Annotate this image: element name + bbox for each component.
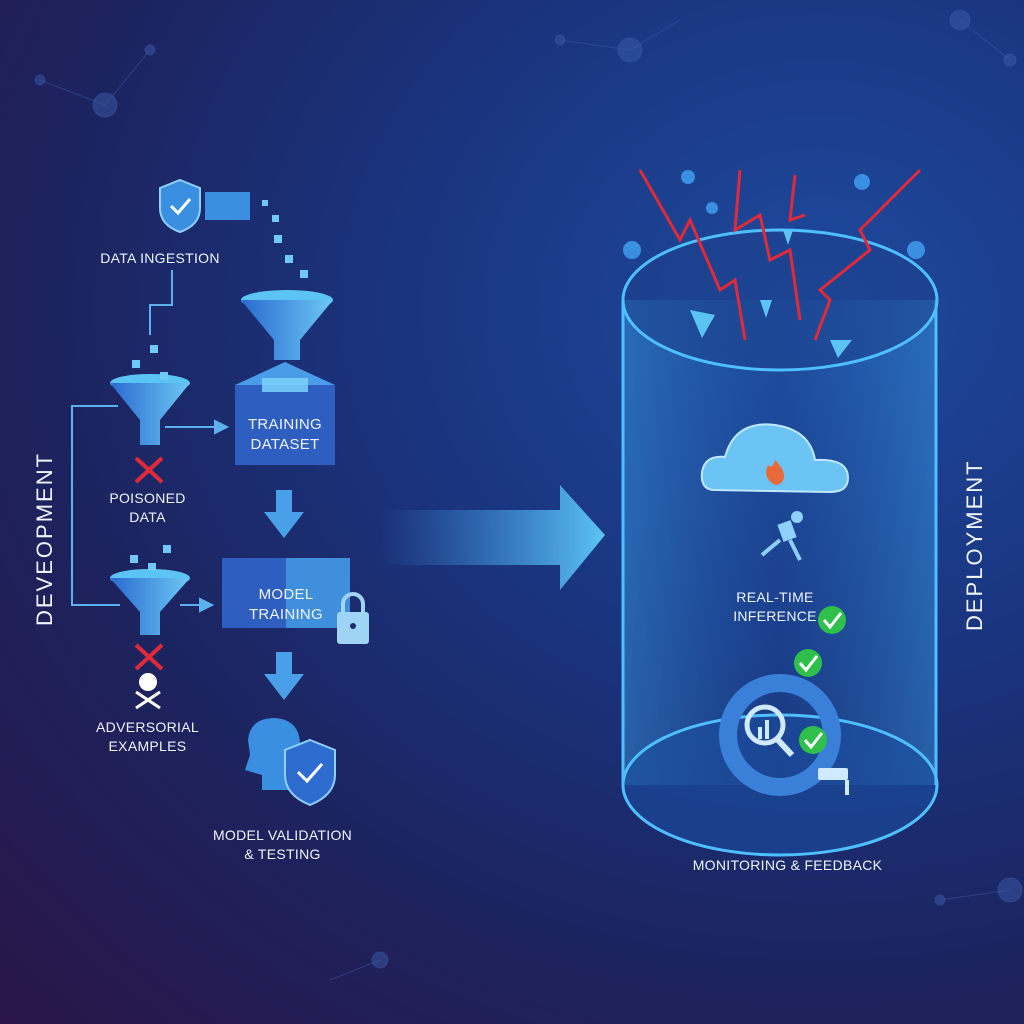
red-x-icon [134,456,164,484]
real-time-inference-label: REAL-TIME INFERENCE [720,588,830,626]
monitoring-feedback-label: MONITORING & FEEDBACK [692,857,883,873]
model-training-label: MODEL TRAINING [248,586,324,624]
virus-icon [623,170,925,259]
adversarial-line2: EXAMPLES [108,737,187,754]
dev-to-deploy-arrow [380,485,605,590]
data-ingestion-label: DATA INGESTION [100,250,220,266]
poisoned-data-line1: POISONED [109,490,186,506]
development-section-label: DEVEOPMENT [32,451,57,626]
poisoned-data-label: POISONED DATA [90,489,205,527]
validation-line1: MODEL VALIDATION [212,827,353,843]
funnel-icon [110,374,190,445]
brain-shield-icon [245,718,336,807]
validation-line2: & TESTING [244,845,321,862]
model-validation-label: MODEL VALIDATION & TESTING [195,826,370,864]
training-dataset-line2: DATASET [250,436,320,454]
down-arrow-icon [264,652,304,700]
running-robot-icon [760,511,803,561]
incoming-arrows [690,230,852,358]
training-dataset-line1: TRAINING [247,416,323,433]
funnel-icon [241,290,333,360]
check-icon [818,606,846,634]
monitoring-ring [719,674,841,796]
camera-icon [818,768,849,795]
funnel-icon [110,569,190,635]
model-training-box [222,558,286,628]
training-dataset-cube [235,362,335,465]
poisoned-data-line2: DATA [129,508,166,525]
network-decoration [34,9,1023,981]
lock-icon [337,592,369,644]
skull-crossbones-icon [135,673,161,710]
magnifier-chart-icon [744,704,795,758]
check-icon [799,726,827,754]
red-x-icon [134,643,164,671]
down-arrow-icon [264,490,304,538]
inference-line1: REAL-TIME [736,589,814,605]
attack-lightning-icon [638,168,922,341]
training-dataset-label: TRAINING DATASET [235,415,335,456]
deployment-section-label: DEPLOYMENT [962,459,987,631]
adversarial-line1: ADVERSORIAL [96,719,199,735]
adversarial-examples-label: ADVERSORIAL EXAMPLES [85,718,210,756]
shield-icon [159,178,201,234]
inference-line2: INFERENCE [733,607,817,624]
check-icon [794,649,822,677]
cloud-fire-icon [700,423,850,494]
feedback-bracket [71,405,120,606]
